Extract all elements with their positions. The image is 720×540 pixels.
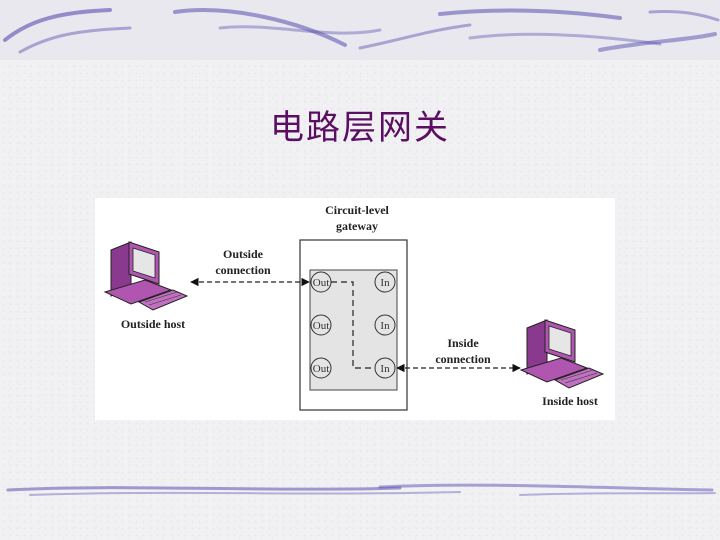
out-port: Out (310, 357, 332, 379)
svg-text:In: In (380, 320, 390, 332)
out-port: Out (310, 271, 332, 293)
diagram-svg: Circuit-level gateway Out Out Out In In (103, 203, 605, 411)
relay-path (331, 281, 375, 369)
svg-text:Out: Out (313, 320, 330, 332)
in-port: In (374, 271, 396, 293)
inside-connection-label: Inside (447, 336, 479, 350)
desktop-computer-icon (103, 241, 189, 311)
top-decoration (0, 0, 720, 60)
inside-host-label: Inside host (542, 394, 598, 408)
bottom-decoration (6, 483, 716, 496)
svg-text:Out: Out (313, 363, 330, 375)
desktop-computer-icon (519, 319, 605, 389)
gateway-label-line2: gateway (336, 219, 378, 233)
circuit-gateway-diagram: Circuit-level gateway Out Out Out In In (95, 198, 615, 420)
inside-connection-label-line2: connection (435, 352, 491, 366)
in-port: In (374, 314, 396, 336)
out-port: Out (310, 314, 332, 336)
in-port: In (374, 357, 396, 379)
svg-text:In: In (380, 363, 390, 375)
gateway-label: Circuit-level (325, 203, 389, 217)
slide-title: 电路层网关 (270, 108, 450, 148)
outside-connection-label: Outside (223, 247, 264, 261)
svg-text:Out: Out (313, 277, 330, 289)
outside-host-label: Outside host (121, 317, 185, 331)
outside-connection-label-line2: connection (215, 263, 271, 277)
svg-text:In: In (380, 277, 390, 289)
